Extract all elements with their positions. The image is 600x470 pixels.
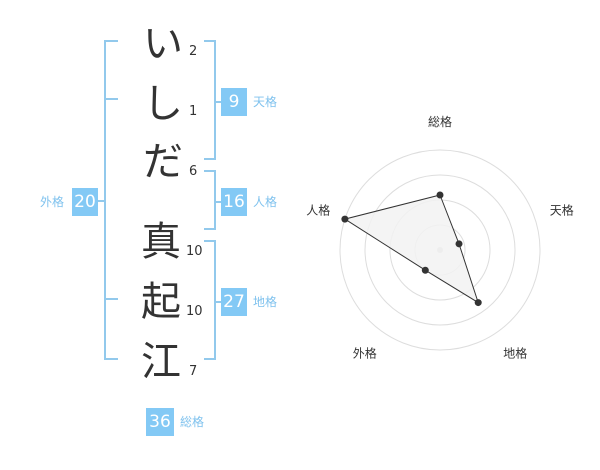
radar-axis-label: 総格	[428, 114, 452, 129]
jinkaku-label: 人格	[253, 195, 278, 209]
tenkaku-value: 9	[221, 88, 247, 116]
name-char-3: だ	[143, 139, 183, 185]
radar-ring	[364, 174, 516, 326]
gaikaku-label: 外格	[40, 195, 65, 209]
radar-axis-label: 外格	[353, 346, 377, 361]
chikaku-label: 地格	[253, 295, 278, 309]
radar-axis-label: 人格	[306, 202, 330, 217]
stroke-count-2: 1	[189, 104, 198, 119]
soukaku-value: 36	[146, 408, 174, 436]
name-char-1: い	[143, 21, 183, 67]
radar-point	[455, 240, 463, 248]
stroke-count-5: 10	[186, 304, 203, 319]
chikaku-value: 27	[221, 288, 247, 316]
jinkaku-value: 16	[221, 188, 247, 216]
radar-axis-label: 天格	[550, 202, 574, 217]
name-char-6: 江	[141, 339, 181, 385]
name-char-2: し	[143, 81, 183, 127]
name-char-5: 起	[141, 279, 181, 325]
stroke-count-1: 2	[189, 44, 198, 59]
stroke-count-3: 6	[189, 164, 198, 179]
radar-series-polygon	[343, 194, 480, 304]
radar-ring	[339, 149, 541, 351]
radar-axis-label: 地格	[503, 346, 527, 361]
radar-point	[341, 215, 349, 223]
name-char-4: 真	[141, 219, 181, 265]
radar-point	[436, 191, 444, 199]
radar-point	[474, 299, 482, 307]
stroke-count-4: 10	[186, 244, 203, 259]
tenkaku-label: 天格	[253, 95, 278, 109]
soukaku-label: 総格	[180, 415, 205, 429]
stroke-count-6: 7	[189, 364, 198, 379]
radar-point	[421, 266, 429, 274]
gaikaku-value: 20	[72, 188, 98, 216]
